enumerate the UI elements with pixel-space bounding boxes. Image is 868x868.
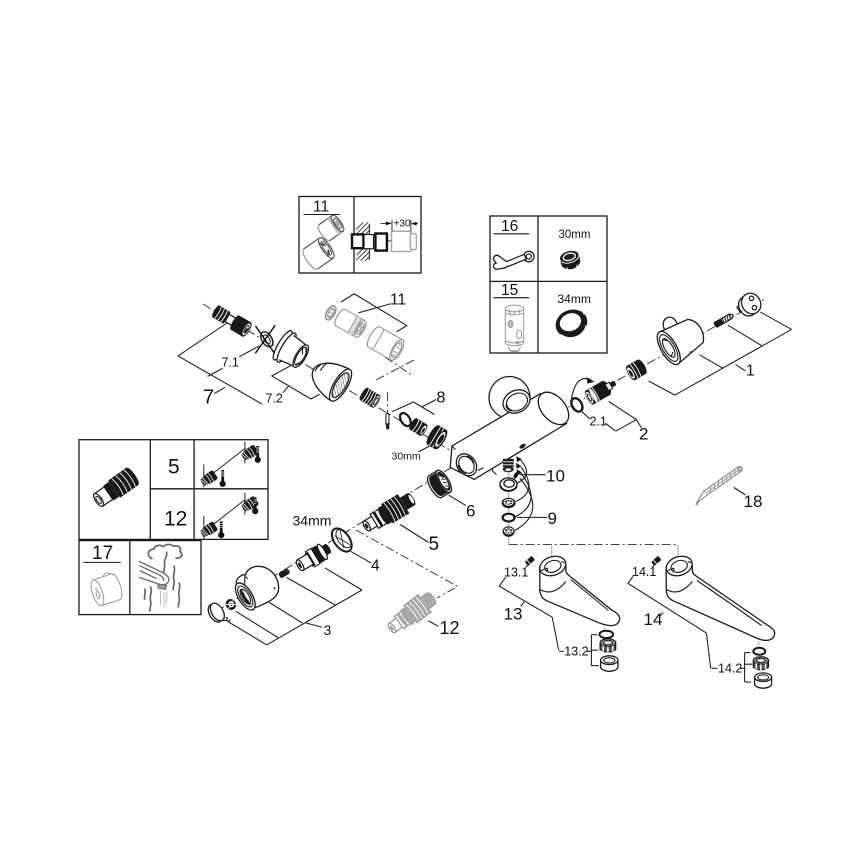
svg-text:11: 11	[313, 199, 329, 216]
svg-text:34mm: 34mm	[558, 292, 591, 306]
svg-text:5: 5	[168, 456, 180, 479]
svg-text:2: 2	[639, 425, 648, 444]
svg-text:13: 13	[504, 605, 523, 624]
svg-text:7: 7	[203, 387, 214, 409]
svg-text:14: 14	[644, 610, 663, 629]
svg-text:4: 4	[371, 558, 380, 575]
svg-text:12: 12	[164, 508, 187, 531]
svg-text:10: 10	[546, 467, 565, 486]
svg-text:3: 3	[324, 622, 332, 638]
svg-text:30mm: 30mm	[392, 451, 421, 463]
svg-text:18: 18	[744, 492, 763, 511]
svg-text:14.2: 14.2	[718, 662, 742, 676]
svg-text:7.1: 7.1	[222, 356, 239, 370]
svg-text:7.2: 7.2	[266, 392, 283, 406]
svg-text:12: 12	[440, 618, 460, 638]
svg-text:5: 5	[429, 534, 440, 555]
svg-text:13.1: 13.1	[504, 566, 528, 580]
svg-text:17: 17	[92, 543, 113, 564]
svg-text:1: 1	[746, 363, 755, 380]
svg-text:6: 6	[466, 502, 475, 521]
svg-text:8: 8	[437, 390, 446, 407]
svg-text:14.1: 14.1	[632, 565, 656, 579]
svg-text:34mm: 34mm	[293, 512, 332, 528]
svg-text:11: 11	[390, 292, 406, 309]
svg-text:16: 16	[501, 218, 518, 235]
svg-text:15: 15	[501, 282, 518, 299]
svg-text:+30: +30	[394, 218, 411, 229]
svg-text:2.1: 2.1	[590, 415, 607, 429]
svg-text:9: 9	[548, 509, 557, 528]
svg-text:30mm: 30mm	[559, 229, 591, 241]
svg-text:13.2: 13.2	[564, 645, 588, 659]
